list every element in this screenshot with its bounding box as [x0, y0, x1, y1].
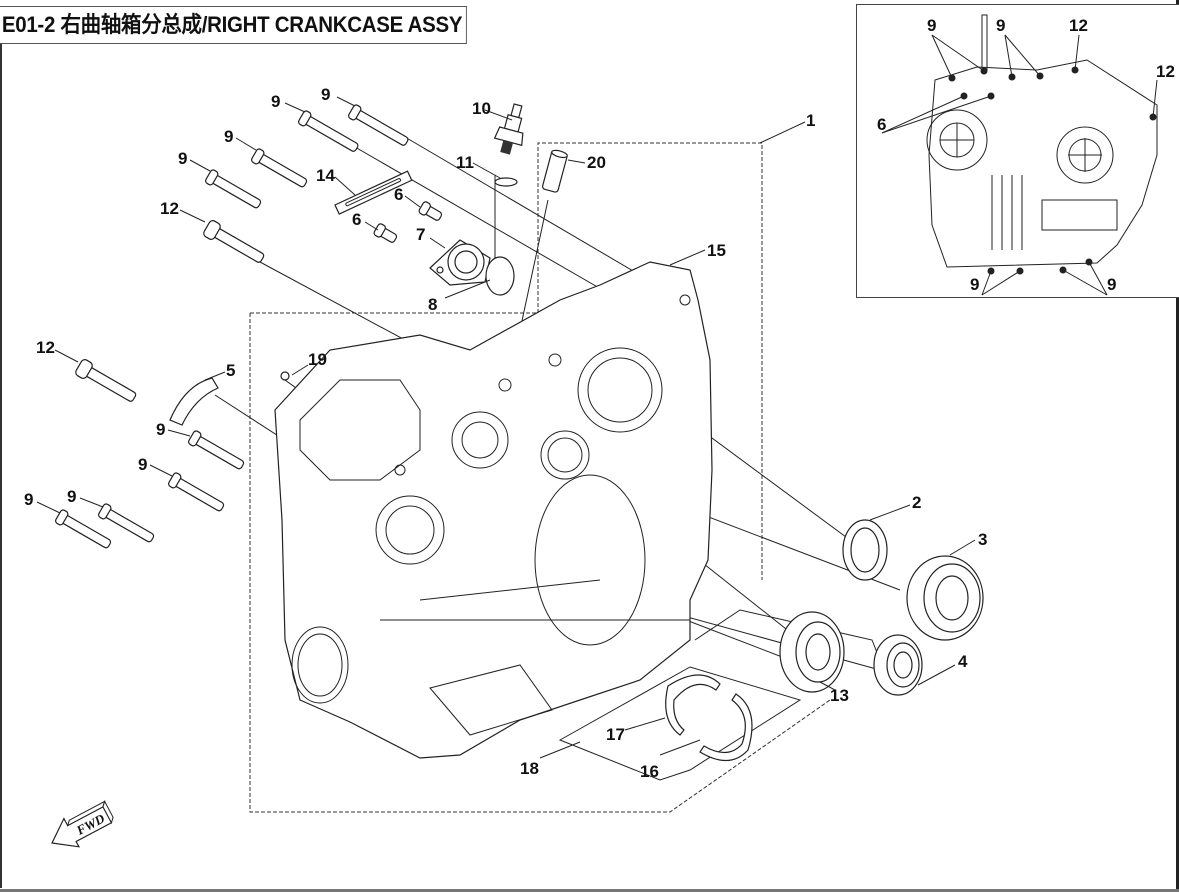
callout-12a: 12 [160, 199, 179, 218]
bearing-13 [779, 611, 845, 693]
bolt-9 [348, 104, 409, 146]
callout-9e: 9 [156, 420, 165, 439]
bolt-9 [205, 169, 262, 209]
oil-cover [429, 239, 491, 286]
bracket-plate [334, 170, 413, 215]
callout-19: 19 [308, 350, 327, 369]
plug [280, 371, 290, 381]
inset-callout-6: 6 [877, 115, 886, 134]
bearing-3 [906, 555, 984, 641]
inset-callout-9b: 9 [996, 16, 1005, 35]
o-ring [485, 256, 515, 296]
inset-callout-9d: 9 [1107, 275, 1116, 294]
inset-leaders [881, 34, 1158, 296]
forward-arrow-icon: FWD [51, 800, 114, 848]
callout-9b: 9 [271, 92, 280, 111]
bolts [55, 104, 443, 549]
dowel-tube [541, 149, 568, 193]
inset-crankcase [926, 14, 1158, 275]
callout-labels: 1 2 3 4 5 6 6 7 8 9 9 9 9 9 9 9 9 10 11 … [24, 85, 987, 781]
callout-8: 8 [428, 295, 437, 314]
callout-11: 11 [456, 153, 474, 172]
frame-border-left [0, 42, 2, 888]
bolt-6 [373, 223, 398, 243]
callout-1: 1 [806, 111, 815, 130]
callout-3: 3 [978, 530, 987, 549]
callout-17: 17 [606, 725, 625, 744]
bolt-9 [98, 503, 155, 543]
inset-callout-9a: 9 [927, 16, 936, 35]
sealing-washer [494, 177, 518, 187]
callout-10: 10 [472, 99, 491, 118]
bolt-9 [55, 509, 112, 549]
callout-5: 5 [226, 361, 235, 380]
bearing-4 [873, 634, 923, 696]
oil-guide-saddle [169, 377, 219, 426]
callout-18: 18 [520, 759, 539, 778]
callout-leaders [36, 96, 976, 759]
bolt-9 [188, 430, 245, 470]
bolt-12 [75, 359, 137, 402]
callout-9f: 9 [138, 455, 147, 474]
oil-pressure-sensor [493, 103, 524, 155]
callout-15: 15 [707, 241, 726, 260]
bolt-9 [251, 148, 308, 188]
oil-seal [842, 519, 888, 581]
callout-16: 16 [640, 762, 659, 781]
callout-14: 14 [316, 166, 335, 185]
callout-13: 13 [830, 686, 849, 705]
callout-4: 4 [958, 652, 968, 671]
callout-9a: 9 [321, 85, 330, 104]
inset-diagram: 9 9 12 12 6 9 9 [877, 14, 1175, 296]
callout-20: 20 [587, 153, 606, 172]
inset-callout-9c: 9 [970, 275, 979, 294]
callout-9c: 9 [224, 127, 233, 146]
callout-9h: 9 [24, 490, 33, 509]
inset-view: 9 9 12 12 6 9 9 [856, 4, 1179, 298]
bushing-17 [665, 674, 721, 736]
callout-12b: 12 [36, 338, 55, 357]
callout-6a: 6 [394, 185, 403, 204]
callout-7: 7 [416, 225, 425, 244]
callout-2: 2 [912, 493, 921, 512]
bushing-16 [699, 693, 753, 762]
diagram-title: E01-2 右曲轴箱分总成/RIGHT CRANKCASE ASSY [0, 6, 467, 44]
frame-border-bottom [0, 889, 1179, 892]
inset-callout-12b: 12 [1156, 62, 1175, 81]
bolt-6 [418, 201, 443, 221]
crankcase-body [274, 261, 713, 759]
callout-9d: 9 [178, 149, 187, 168]
bolt-9 [168, 472, 225, 512]
assembly-outline [249, 142, 831, 813]
bolt-9 [298, 110, 359, 152]
inset-callout-12a: 12 [1069, 16, 1088, 35]
callout-9g: 9 [67, 487, 76, 506]
frame-border-right [1176, 0, 1179, 890]
bolt-12 [203, 220, 265, 263]
callout-6b: 6 [352, 210, 361, 229]
